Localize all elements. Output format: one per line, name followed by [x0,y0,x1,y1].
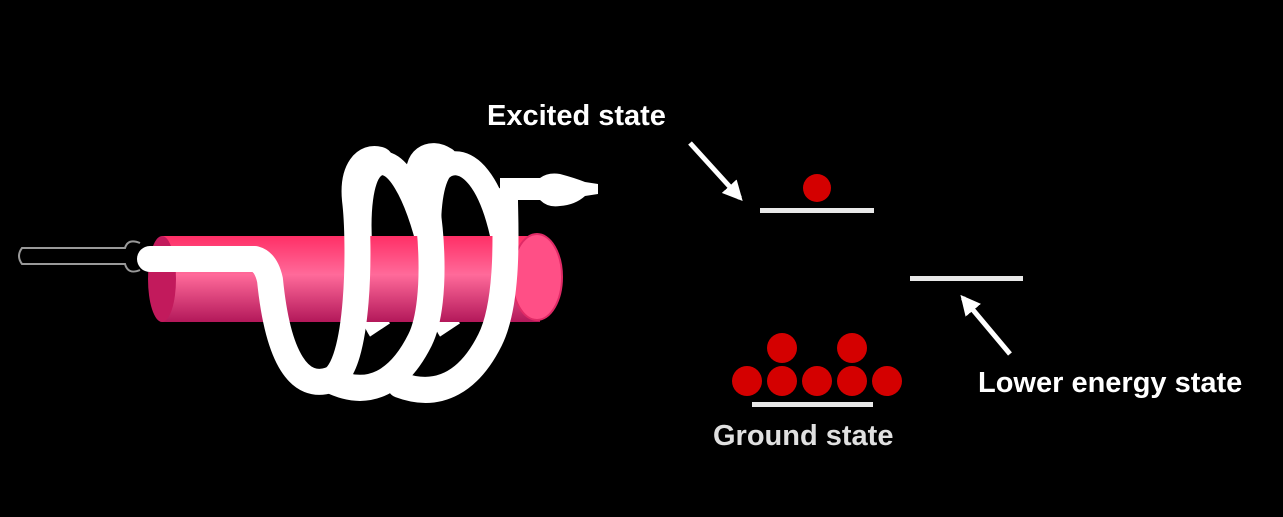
ground-atom [837,333,867,363]
ground-atom [837,366,867,396]
ground-level-line [752,402,873,407]
laser-device [18,143,598,403]
lower-energy-state-label: Lower energy state [978,367,1242,399]
atoms [732,174,902,396]
coil-front [137,143,519,403]
lower-arrow-icon [960,294,1012,356]
ground-atom [872,366,902,396]
excited-state-label: Excited state [487,100,666,132]
ground-atom [767,366,797,396]
excited-arrow-icon [688,141,743,201]
lower-level-line [910,276,1023,281]
flash-tube-wire [18,240,141,273]
excited-level-line [760,208,874,213]
ground-atom [767,333,797,363]
energy-levels [752,208,1023,407]
ground-state-label: Ground state [713,420,893,452]
ground-atom [802,366,832,396]
excited-atom [803,174,831,202]
coil-lead-end [500,173,598,207]
ground-atom [732,366,762,396]
